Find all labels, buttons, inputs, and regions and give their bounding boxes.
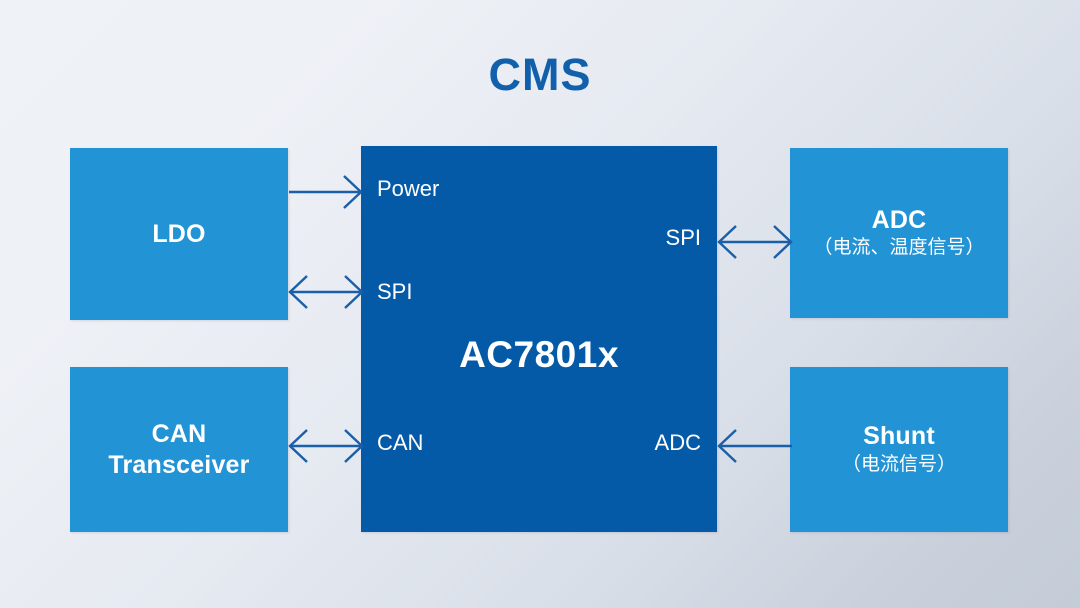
page-title: CMS bbox=[488, 49, 592, 100]
adc-sensor-sublabel: （电流、温度信号） bbox=[813, 237, 985, 259]
arrow-shunt-to-adc bbox=[717, 426, 793, 466]
arrow-ldo-to-power bbox=[288, 172, 364, 212]
block-shunt[interactable]: Shunt （电流信号） bbox=[790, 367, 1008, 532]
block-adc-sensor[interactable]: ADC （电流、温度信号） bbox=[790, 148, 1008, 318]
mcu-port-can: CAN bbox=[377, 430, 424, 455]
mcu-port-adc: ADC bbox=[654, 430, 701, 455]
mcu-name-label: AC7801x bbox=[459, 334, 619, 375]
arrow-spi-to-adc-sensor bbox=[717, 222, 793, 262]
adc-sensor-label: ADC bbox=[871, 205, 927, 234]
can-transceiver-label-line2: Transceiver bbox=[108, 450, 250, 479]
block-can-transceiver[interactable]: CAN Transceiver bbox=[70, 367, 288, 532]
ldo-label: LDO bbox=[152, 219, 206, 248]
shunt-sublabel: （电流信号） bbox=[841, 453, 956, 475]
block-mcu-ac7801x[interactable]: Power SPI CAN SPI ADC AC7801x bbox=[361, 146, 717, 532]
arrow-can-transceiver-to-can bbox=[288, 426, 364, 466]
mcu-port-spi-right: SPI bbox=[665, 225, 701, 250]
can-transceiver-label-line1: CAN bbox=[151, 420, 207, 448]
arrow-ldo-to-spi bbox=[288, 272, 364, 312]
mcu-port-power: Power bbox=[377, 176, 440, 201]
shunt-label: Shunt bbox=[863, 422, 935, 451]
mcu-port-spi-left: SPI bbox=[377, 279, 413, 304]
block-ldo[interactable]: LDO bbox=[70, 148, 288, 320]
